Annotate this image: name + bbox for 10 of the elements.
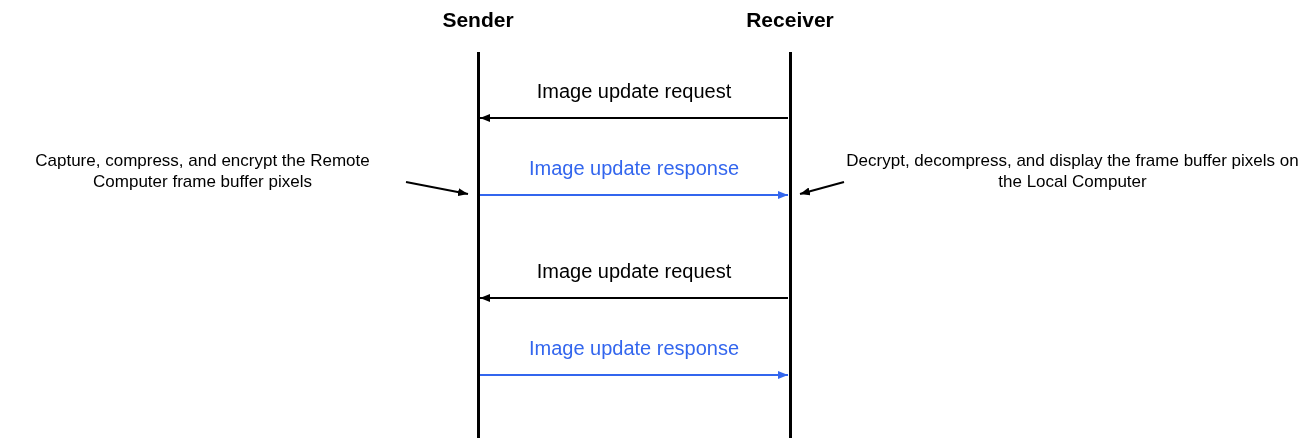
message-arrow: [479, 191, 789, 199]
message-arrow: [479, 114, 789, 122]
message-arrow: [479, 371, 789, 379]
leader-line: [405, 181, 469, 197]
leader-line: [799, 181, 845, 196]
participant-label: Receiver: [745, 8, 835, 32]
message-arrow: [479, 294, 789, 302]
note-text: Capture, compress, and encrypt the Remote Computer frame buffer pixels: [0, 150, 405, 192]
note-text: Decrypt, decompress, and display the frame buffer pixels on the Local Computer: [845, 150, 1300, 192]
participant-label: Sender: [441, 8, 515, 32]
